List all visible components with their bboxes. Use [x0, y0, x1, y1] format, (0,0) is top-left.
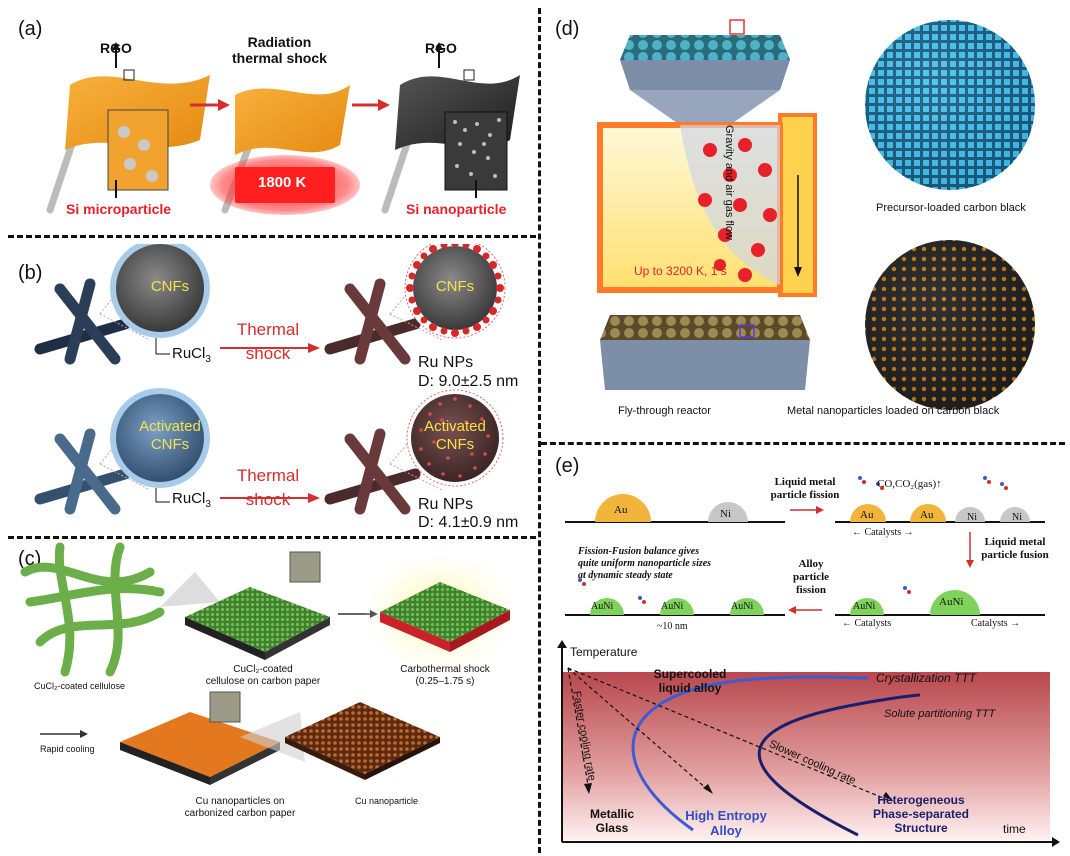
- supercooled-label: Supercooled liquid alloy: [653, 667, 727, 695]
- cnfs-core-label-1: CNFs: [150, 278, 190, 295]
- panel-e-label: (e): [555, 455, 580, 477]
- gas-molecules: [578, 476, 1008, 604]
- up-to-3200k-label: Up to 3200 K, 1 s: [634, 264, 727, 278]
- au-label-1: Au: [614, 504, 628, 516]
- carbothermal-slab: [380, 582, 510, 652]
- catalysts-top-label: ← Catalysts →: [852, 527, 914, 538]
- fission-label: Liquid metal particle fission: [770, 476, 840, 501]
- panel-b-label: (b): [18, 262, 43, 284]
- cnf-fibers-left-2: [34, 428, 131, 515]
- gravity-label: Gravity and air gas flow: [723, 125, 735, 240]
- carbothermal-label: Carbothermal shock (0.25–1.75 s): [400, 664, 490, 687]
- ttt-y-axis-label: Temperature: [570, 645, 638, 659]
- cellulose-label: CuCl₂-coated cellulose: [34, 681, 126, 691]
- cnfs-core-label-1r: CNFs: [435, 278, 475, 295]
- cnf-fibers-right-2: [324, 428, 421, 515]
- gas-label: CO,CO₂(gas)↑: [877, 478, 942, 490]
- crystallization-label: Crystallization TTT: [876, 671, 977, 685]
- si-nanoparticle-label: Si nanoparticle: [406, 201, 507, 217]
- catalysts-left-label: ← Catalysts: [842, 618, 892, 629]
- bottom-tray: [600, 315, 810, 390]
- ni-label-2: Ni: [967, 512, 977, 523]
- rapid-cooling-label: Rapid cooling: [40, 744, 95, 754]
- panel-d-graphic: [597, 19, 1035, 410]
- activated-cnfs-label-2: Activated CNFs: [139, 418, 201, 453]
- rucl3-text-1: RuCl: [172, 345, 206, 362]
- copper-slab: [120, 712, 280, 785]
- ru-np-ring-1: [406, 244, 504, 337]
- radiation-label: Radiation thermal shock: [232, 34, 327, 66]
- auni-label-1: AuNi: [591, 601, 614, 612]
- panel-e-graphic: [565, 476, 1045, 616]
- panel-a-label: (a): [18, 18, 43, 40]
- rucl3-text-2: RuCl: [172, 490, 206, 507]
- auni-label-3: AuNi: [731, 601, 754, 612]
- thermal-shock-label-1: Thermal shock: [236, 320, 300, 363]
- panel-a-graphic: [46, 42, 520, 215]
- hetero-label: Heterogeneous Phase-separated Structure: [872, 793, 970, 835]
- metallic-glass-label: Metallic Glass: [589, 807, 634, 835]
- rucl3-sub-2: 3: [205, 499, 211, 510]
- size-label-1: D: 9.0±2.5 nm: [418, 373, 519, 390]
- top-hopper: [620, 19, 790, 125]
- vertical-divider: [538, 8, 541, 853]
- temperature-1800k: 1800 K: [258, 174, 307, 191]
- falling-particles: [698, 138, 777, 282]
- alloy-fission-label: Alloy particle fission: [792, 558, 830, 596]
- si-microparticle-label: Si microparticle: [66, 201, 172, 217]
- panel-b-graphic: [34, 244, 506, 515]
- ru-np-dots-2: [419, 397, 490, 478]
- divider-b-c: [8, 536, 536, 539]
- rgo-sheet-middle: [210, 85, 360, 215]
- cnf-fibers-right-1: [324, 278, 421, 365]
- rucl3-label-1: RuCl3: [172, 345, 211, 365]
- ttt-x-axis-label: time: [1003, 822, 1026, 836]
- cu-nanoparticle-slab: [285, 702, 440, 780]
- green-slab: [185, 587, 330, 660]
- activated-cnfs-label-2r: Activated CNFs: [424, 418, 486, 453]
- catalysts-right-label: Catalysts →: [971, 618, 1021, 629]
- auni-label-2: AuNi: [661, 601, 684, 612]
- rucl3-sub-1: 3: [205, 354, 211, 365]
- cellulose-fibers: [20, 542, 165, 677]
- coated-paper-label: CuCl₂-coated cellulose on carbon paper: [205, 664, 321, 687]
- cu-on-paper-label: Cu nanoparticles on carbonized carbon pa…: [184, 796, 296, 819]
- panel-d-label: (d): [555, 18, 580, 40]
- ni-label-1: Ni: [720, 508, 731, 520]
- ttt-graphic: [557, 640, 1060, 847]
- rgo-label-right: RGO: [425, 40, 457, 56]
- auni-label-5: AuNi: [939, 596, 964, 608]
- divider-d-e: [541, 442, 1065, 445]
- cu-np-label: Cu nanoparticle: [355, 796, 419, 806]
- ni-label-3: Ni: [1012, 512, 1022, 523]
- rgo-label-left: RGO: [100, 40, 132, 56]
- fly-through-reactor-label: Fly-through reactor: [618, 405, 711, 417]
- ru-nps-label-1: Ru NPs: [418, 354, 474, 371]
- panel-c-graphic: [20, 542, 515, 785]
- cnf-fibers-left-1: [34, 278, 131, 365]
- rgo-sheet-right: [381, 42, 520, 214]
- metal-np-label: Metal nanoparticles loaded on carbon bla…: [787, 405, 1000, 417]
- rgo-sheet-left: [46, 42, 210, 214]
- auni-label-4: AuNi: [853, 601, 876, 612]
- solute-label: Solute partitioning TTT: [884, 708, 996, 720]
- rucl3-label-2: RuCl3: [172, 490, 211, 510]
- ru-nps-label-2: Ru NPs: [418, 496, 474, 513]
- thermal-shock-label-2: Thermal shock: [236, 466, 300, 509]
- fusion-label: Liquid metal particle fusion: [981, 536, 1049, 561]
- size-label-2: D: 4.1±0.9 nm: [418, 514, 519, 531]
- hea-label: High Entropy Alloy: [685, 808, 767, 838]
- au-label-3: Au: [920, 509, 934, 521]
- precursor-carbon-label: Precursor-loaded carbon black: [876, 202, 1026, 214]
- divider-a-b: [8, 235, 536, 238]
- au-label-2: Au: [860, 509, 874, 521]
- balance-label: Fission-Fusion balance gives quite unifo…: [578, 546, 712, 581]
- size-10nm-label: ~10 nm: [657, 621, 688, 632]
